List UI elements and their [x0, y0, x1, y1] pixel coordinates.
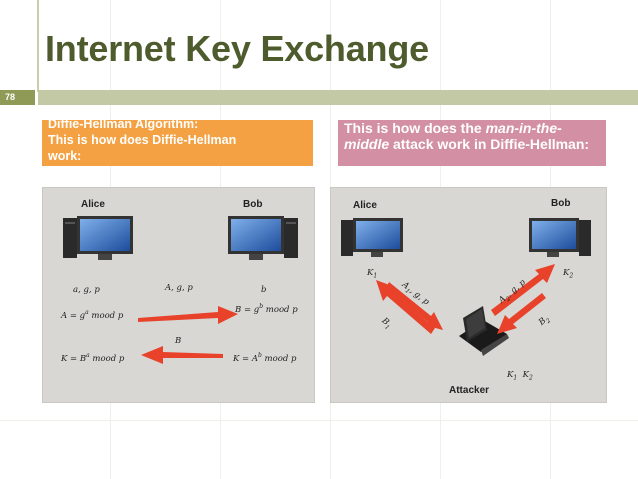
- alice-label: Alice: [81, 199, 105, 210]
- alice-label: Alice: [353, 200, 377, 211]
- bob-K-tail: mood p: [261, 353, 297, 364]
- bob-B-base: B = g: [235, 304, 260, 315]
- attacker-k1-sub: 1: [513, 374, 518, 382]
- grid-line: [0, 420, 638, 421]
- attacker-k1-base: K: [507, 370, 514, 380]
- bob-B-exp: b: [259, 303, 264, 310]
- bob-computer-icon: [228, 216, 298, 260]
- k2-base: K: [563, 268, 570, 278]
- right-caption-italic: man-in-the-middle: [344, 120, 562, 152]
- left-caption-line3: work:: [48, 149, 82, 163]
- arrow-right-icon: [138, 306, 238, 324]
- attacker-laptop-icon: [459, 306, 509, 356]
- bob-B-formula: B = gb mood p: [235, 303, 298, 315]
- attacker-k2-base: K: [522, 370, 529, 380]
- left-caption-line2: This is how does Diffie-Hellman: [48, 133, 237, 147]
- bob-B-tail: mood p: [263, 304, 298, 315]
- bob-K-formula: K = Ab mood p: [233, 352, 296, 364]
- alice-computer-icon: [63, 216, 133, 260]
- k2-sub: 2: [569, 272, 574, 280]
- attacker-k2-sub: 2: [528, 374, 533, 382]
- alice-K-exp: a: [86, 352, 90, 359]
- alice-K-tail: mood p: [89, 353, 125, 364]
- right-diagram-graphics: [341, 218, 591, 356]
- slide-number: 78: [0, 90, 35, 105]
- header-bar: [38, 90, 638, 105]
- alice-K-base: K = B: [61, 353, 87, 364]
- left-caption-line1: Diffie-Hellman Algorithm:: [48, 120, 199, 131]
- alice-K-formula: K = Ba mood p: [61, 352, 124, 364]
- left-diagram-graphics: [63, 216, 298, 364]
- return-label: B: [175, 336, 182, 346]
- alice-A-formula: A = ga mood p: [61, 309, 123, 321]
- k1-base: K: [367, 268, 374, 278]
- alice-A-base: A = g: [61, 310, 86, 321]
- right-caption-suffix: attack work in Diffie-Hellman:: [389, 136, 590, 152]
- arrow-left-icon: [141, 346, 223, 364]
- left-rule: [37, 0, 39, 92]
- arrow-attacker-to-alice-icon: [376, 280, 435, 334]
- diffie-hellman-diagram: Alice Bob a, g, p A, g, p b A = ga mood …: [42, 187, 315, 403]
- bob-computer-icon: [529, 218, 591, 257]
- slide-title: Internet Key Exchange: [45, 28, 429, 69]
- left-caption-box: Diffie-Hellman Algorithm: This is how do…: [42, 120, 313, 166]
- mitm-diagram: Alice Bob Attacker K1 K2 A1, g, p B1 A2,…: [330, 187, 607, 403]
- attacker-keys: K1 K2: [507, 370, 533, 382]
- k1-sub: 1: [373, 272, 378, 280]
- arrow-alice-to-attacker-icon: [386, 282, 443, 330]
- k2-label: K2: [563, 268, 573, 280]
- sent-params: A, g, p: [165, 283, 193, 293]
- alice-A-exp: a: [85, 309, 89, 316]
- attacker-label: Attacker: [449, 385, 490, 396]
- bob-label: Bob: [551, 198, 571, 209]
- bob-K-exp: b: [258, 352, 262, 359]
- alice-params: a, g, p: [73, 285, 100, 295]
- alice-computer-icon: [341, 218, 403, 257]
- bob-label: Bob: [243, 199, 263, 210]
- k1-label: K1: [367, 268, 377, 280]
- arrow-attacker-to-bob-icon: [491, 264, 555, 316]
- right-caption-prefix: This is how does the: [344, 120, 486, 136]
- bob-K-base: K = A: [233, 353, 259, 364]
- right-caption-box: This is how does the man-in-the-middle a…: [338, 120, 606, 166]
- alice-A-tail: mood p: [88, 310, 124, 321]
- bob-secret: b: [261, 285, 267, 295]
- arrow-bob-to-attacker-icon: [497, 293, 546, 334]
